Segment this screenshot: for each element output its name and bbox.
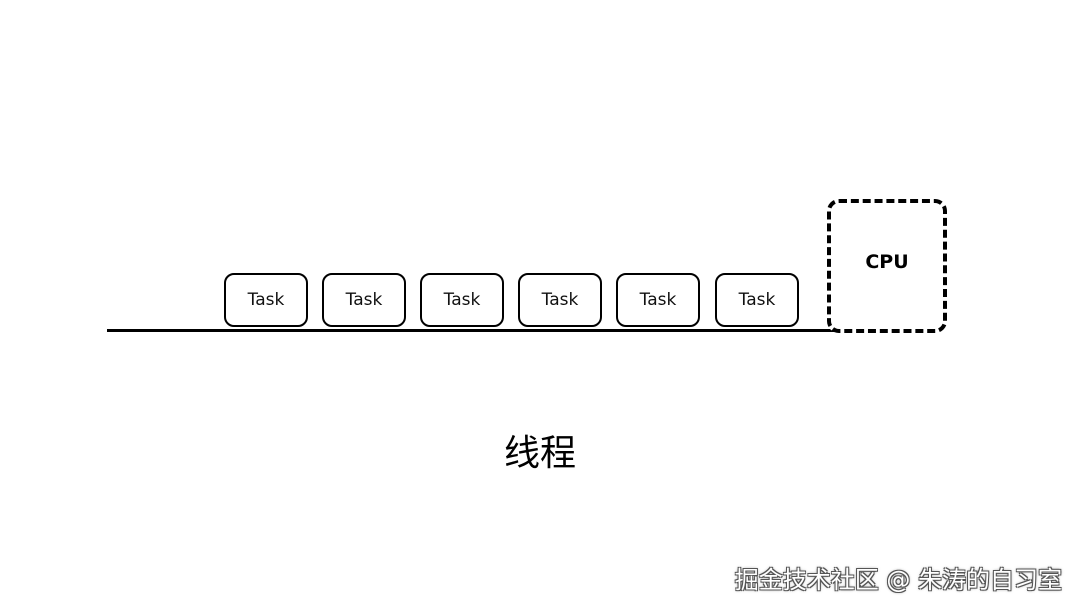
task-box-5: Task	[616, 273, 700, 327]
task-label: Task	[345, 290, 383, 310]
cpu-box: CPU	[827, 199, 947, 333]
task-label: Task	[639, 290, 677, 310]
watermark-text: 掘金技术社区 @ 朱涛的自习室	[734, 566, 1062, 594]
diagram-caption: 线程	[503, 433, 576, 474]
task-label: Task	[443, 290, 481, 310]
thread-line	[107, 329, 839, 332]
task-box-4: Task	[518, 273, 602, 327]
task-label: Task	[541, 290, 579, 310]
cpu-label: CPU	[865, 251, 909, 273]
task-box-6: Task	[715, 273, 799, 327]
task-box-2: Task	[322, 273, 406, 327]
task-label: Task	[738, 290, 776, 310]
task-box-1: Task	[224, 273, 308, 327]
task-label: Task	[247, 290, 285, 310]
task-box-3: Task	[420, 273, 504, 327]
